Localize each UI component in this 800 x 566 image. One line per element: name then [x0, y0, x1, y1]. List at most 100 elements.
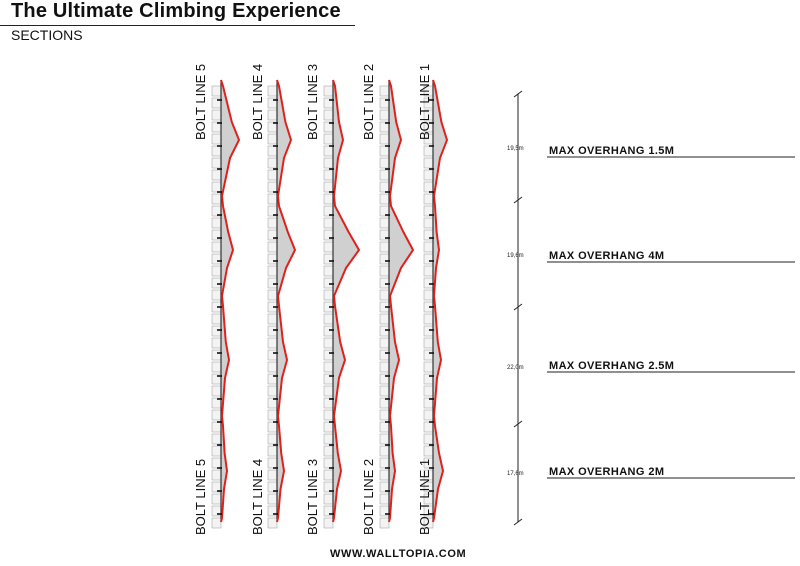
wall-panel [423, 181, 434, 193]
bolt-line-labels: BOLT LINE 5 BOLT LINE 4 BOLT LINE 3 BOLT… [193, 64, 432, 535]
wall-fill [433, 80, 447, 522]
wall-panel [267, 469, 278, 481]
page-title: The Ultimate Climbing Experience [11, 0, 341, 22]
bolt-line-1-top-label: BOLT LINE 1 [417, 64, 432, 140]
wall-panel [379, 385, 390, 397]
wall-panel [211, 469, 222, 481]
dimension-layer [513, 90, 523, 526]
wall-panel [323, 277, 334, 289]
wall-panel [423, 361, 434, 373]
wall-panel [423, 445, 434, 457]
wall-panel [211, 445, 222, 457]
wall-panel [267, 157, 278, 169]
wall-panel [267, 145, 278, 157]
wall-panel [323, 421, 334, 433]
wall-panel [423, 349, 434, 361]
wall-panel [423, 517, 434, 529]
wall-panel [267, 241, 278, 253]
wall-panel [379, 277, 390, 289]
wall-panel [323, 337, 334, 349]
wall-panel [211, 433, 222, 445]
wall-panel [323, 469, 334, 481]
wall-panel [211, 337, 222, 349]
wall-panel [323, 241, 334, 253]
wall-panel [323, 361, 334, 373]
wall-section-4 [267, 79, 297, 529]
dimension-tick [513, 90, 523, 98]
wall-section-5 [211, 79, 241, 529]
wall-panel [267, 337, 278, 349]
wall-section-2 [379, 79, 415, 529]
wall-panel [379, 445, 390, 457]
wall-panel [267, 265, 278, 277]
wall-panel [267, 85, 278, 97]
wall-panel [423, 253, 434, 265]
wall-panel [267, 517, 278, 529]
wall-panel [379, 457, 390, 469]
page-subtitle: SECTIONS [11, 27, 83, 43]
bolt-line-4-top-label: BOLT LINE 4 [250, 64, 265, 140]
wall-panel [267, 217, 278, 229]
wall-panel [323, 313, 334, 325]
bolt-line-2-bottom-label: BOLT LINE 2 [361, 459, 376, 535]
wall-panel [211, 217, 222, 229]
wall-panel [423, 337, 434, 349]
wall-panel [211, 241, 222, 253]
bolt-line-4-bottom-label: BOLT LINE 4 [250, 459, 265, 535]
wall-panel [379, 217, 390, 229]
wall-panel [423, 193, 434, 205]
wall-panel [323, 517, 334, 529]
wall-panel [379, 469, 390, 481]
wall-panel [267, 385, 278, 397]
wall-panel [379, 193, 390, 205]
wall-panel [423, 313, 434, 325]
wall-panel [211, 325, 222, 337]
wall-panel [323, 145, 334, 157]
wall-panel [379, 493, 390, 505]
climbing-profile-line [220, 79, 241, 523]
climbing-profile-line [388, 79, 415, 523]
bolt-line-3-bottom-label: BOLT LINE 3 [305, 459, 320, 535]
wall-panel [267, 277, 278, 289]
wall-panel [267, 133, 278, 145]
segment-3-overhang-note: MAX OVERHANG 2.5M [549, 360, 674, 372]
wall-fill [333, 80, 359, 522]
wall-panel [323, 85, 334, 97]
wall-panel [379, 145, 390, 157]
wall-fill [389, 80, 413, 522]
wall-panel [267, 325, 278, 337]
wall-panel [423, 433, 434, 445]
wall-panel [379, 289, 390, 301]
wall-panel [211, 157, 222, 169]
wall-panel [423, 169, 434, 181]
website-footer: WWW.WALLTOPIA.COM [330, 548, 467, 560]
segment-2-height: 19,6m [507, 253, 524, 259]
wall-panel [379, 361, 390, 373]
segment-4-overhang-note: MAX OVERHANG 2M [549, 466, 664, 478]
wall-panel [423, 145, 434, 157]
wall-panel [323, 409, 334, 421]
wall-panel [211, 409, 222, 421]
wall-panel [267, 409, 278, 421]
wall-panel [267, 169, 278, 181]
wall-panel [323, 157, 334, 169]
wall-panel [211, 313, 222, 325]
sections-layer [211, 79, 449, 529]
wall-panel [211, 349, 222, 361]
overhang-notes: MAX OVERHANG 1.5M MAX OVERHANG 4M MAX OV… [547, 145, 795, 479]
title-underline [0, 25, 355, 26]
climbing-profile-line [276, 79, 297, 523]
wall-panel [379, 517, 390, 529]
wall-panel [379, 349, 390, 361]
segment-1-height: 19,5m [507, 146, 524, 152]
wall-panel [323, 169, 334, 181]
wall-panel [211, 193, 222, 205]
wall-panel [423, 289, 434, 301]
wall-panel [267, 457, 278, 469]
climbing-profile-line [332, 79, 361, 523]
wall-panel [211, 277, 222, 289]
wall-panel [423, 241, 434, 253]
dimension-tick [513, 420, 523, 428]
wall-panel [379, 421, 390, 433]
wall-panel [423, 265, 434, 277]
